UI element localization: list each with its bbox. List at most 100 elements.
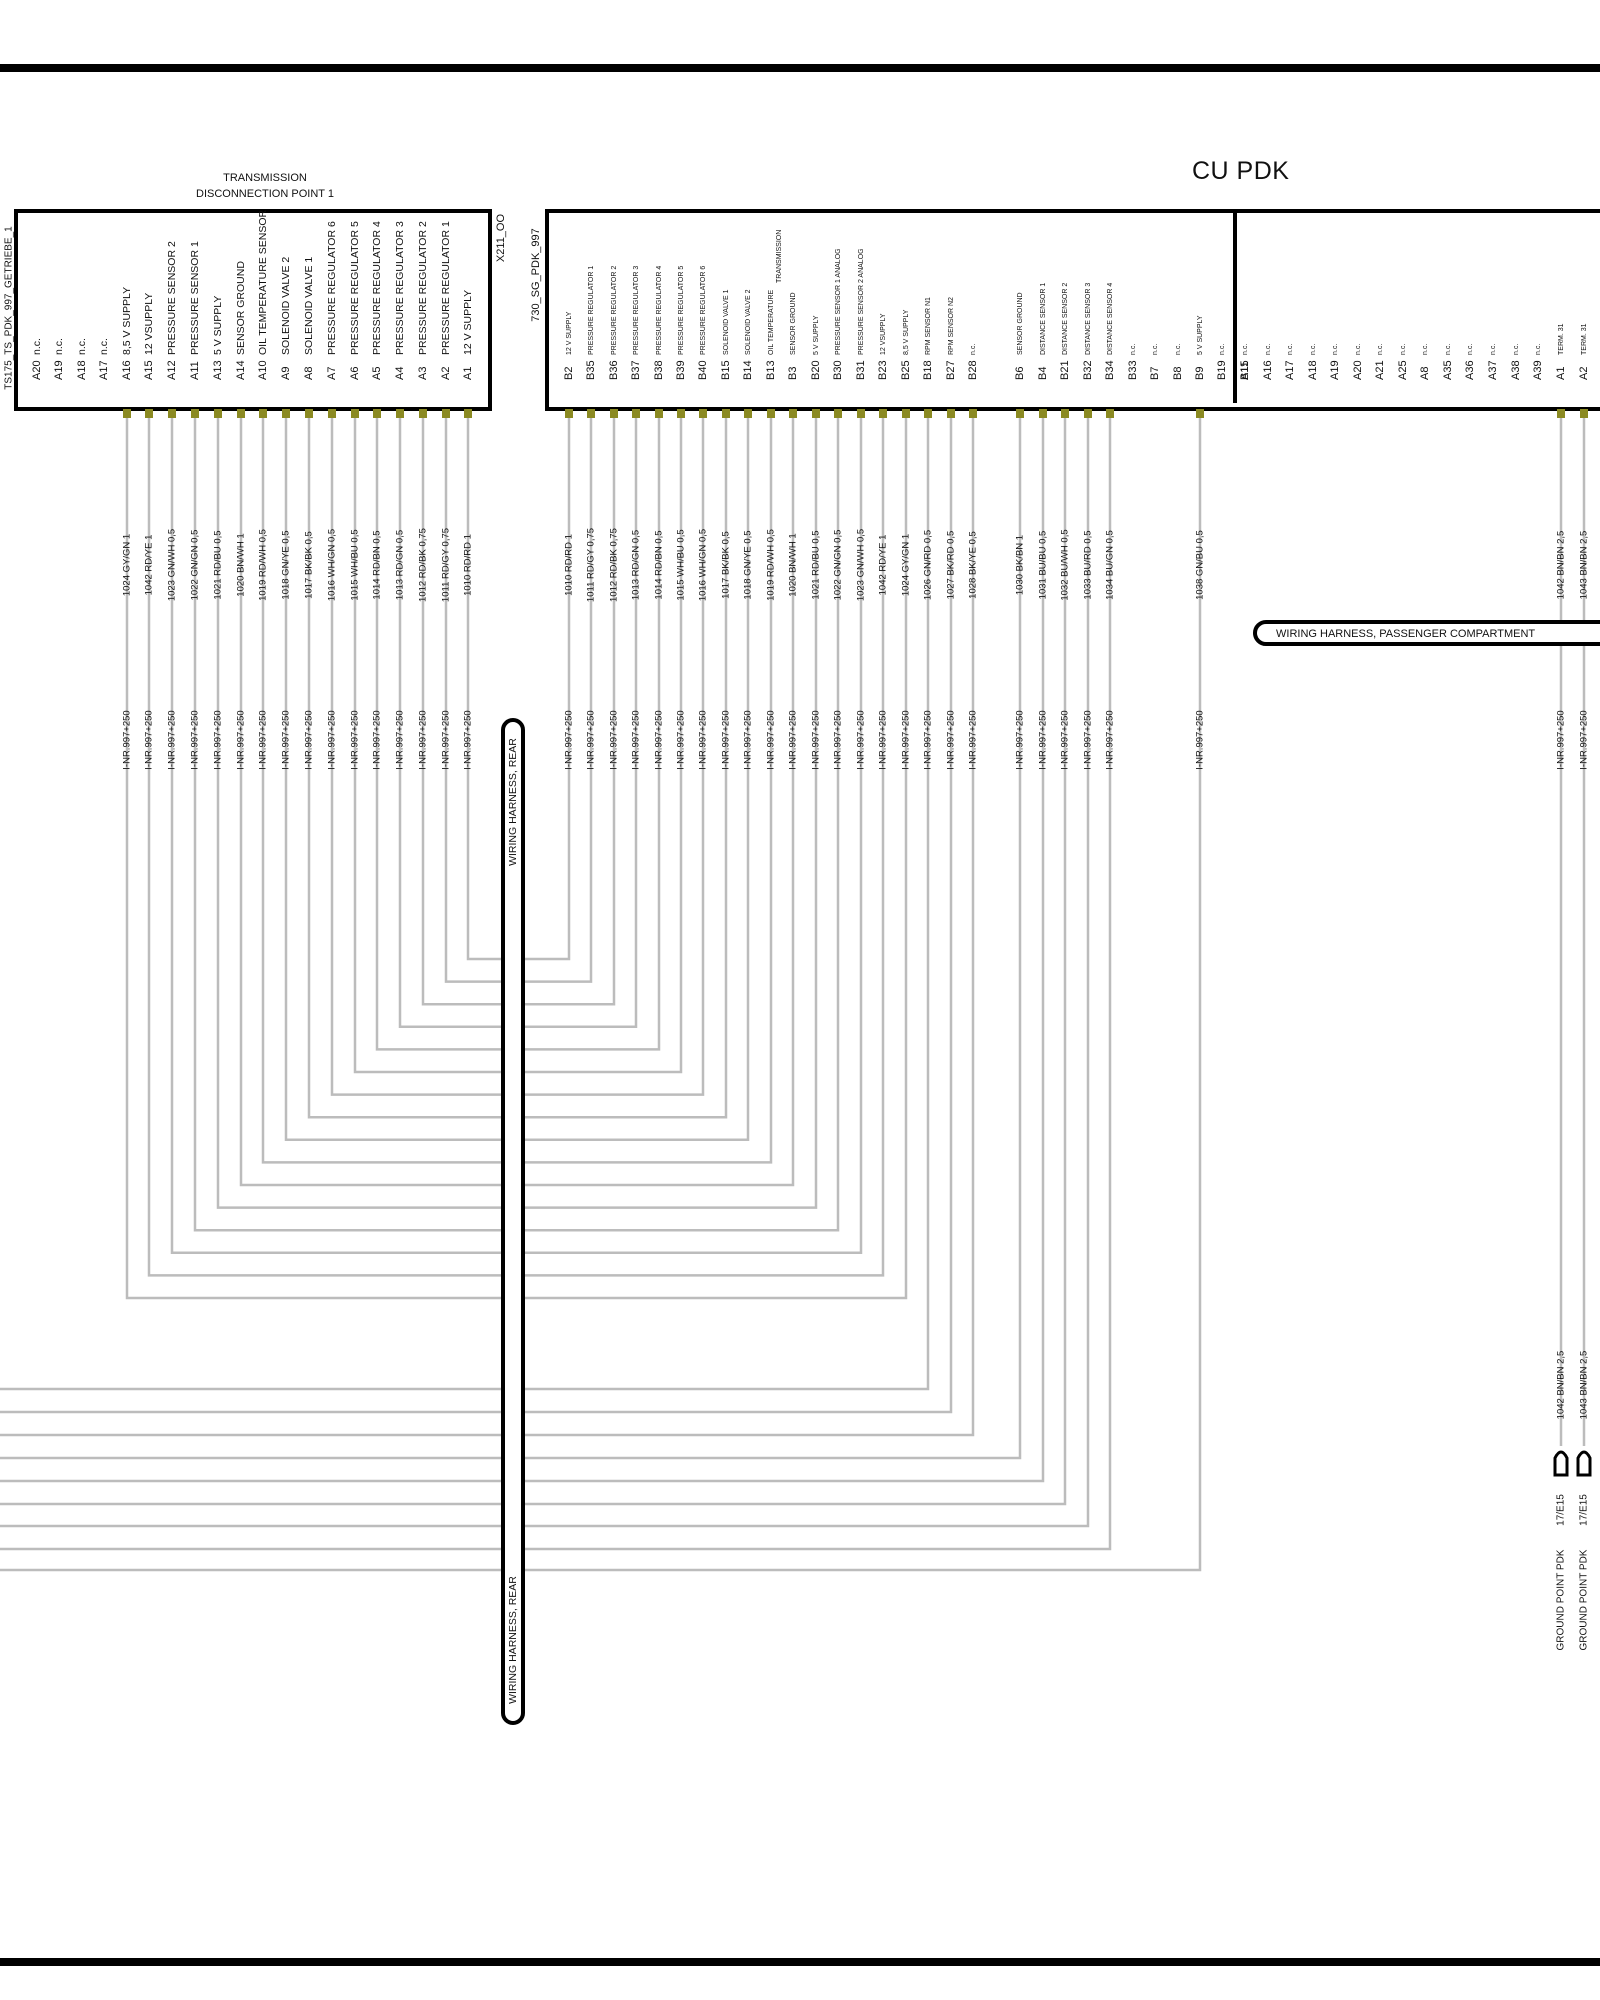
- top-border-bar: [0, 64, 1600, 72]
- cu-b-wire-label-B37: 1013 RD/GN 0,5: [631, 530, 642, 600]
- cu-b-terminal-B18: [924, 409, 932, 418]
- cu-b-wire-label-B4: 1031 BU/BU 0,5: [1038, 531, 1049, 600]
- cu-a-function-A39: n.c.: [1535, 344, 1542, 355]
- cu-a-pin-A37: A37: [1487, 360, 1499, 380]
- left-terminal-A10: [259, 409, 267, 418]
- cu-b-pin-B27: B27: [945, 360, 957, 380]
- cu-b-terminal-B32: [1084, 409, 1092, 418]
- left-wire-label-A8: 1017 BK/BK 0,5: [304, 531, 315, 599]
- cu-b-wire-label-B38: 1014 RD/BN 0,5: [654, 530, 665, 599]
- cu-b-wire-label-B25: 1024 GY/GN 1: [901, 534, 912, 596]
- cu-b-function-B38: PRESSURE REGULATOR 4: [656, 266, 663, 355]
- cu-a-function-A21: n.c.: [1377, 344, 1384, 355]
- left-code-label-A15: I-NR.997+250: [144, 710, 155, 769]
- left-pin-A14: A14: [235, 360, 247, 380]
- cu-pdk-side-label: 730_SG_PDK_997: [530, 228, 542, 322]
- cu-b-terminal-B13: [767, 409, 775, 418]
- cu-a-function-A16: n.c.: [1265, 344, 1272, 355]
- cu-a-function-A2: TERM. 31: [1581, 323, 1588, 355]
- cu-a-function-A15: n.c.: [1242, 344, 1249, 355]
- ground-wire-label-1: 1043 BN/BN 2,5: [1579, 1351, 1590, 1420]
- wire-exit-B21: [0, 418, 1067, 1506]
- left-terminal-A6: [351, 409, 359, 418]
- cu-b-pin-B25: B25: [900, 360, 912, 380]
- left-terminal-A2: [442, 409, 450, 418]
- cu-b-terminal-B35: [587, 409, 595, 418]
- ground-symbol-icon: [1576, 1450, 1592, 1477]
- wire-exit-B6: [0, 418, 1022, 1460]
- cu-b-terminal-B27: [947, 409, 955, 418]
- ground-ref-1: 17/E15: [1579, 1494, 1590, 1526]
- cu-b-pin-B23: B23: [877, 360, 889, 380]
- left-connector-title: TRANSMISSION DISCONNECTION POINT 1: [160, 170, 370, 202]
- cu-b-function-B14: SOLENOID VALVE 2: [745, 289, 752, 355]
- left-connector-title-line1: TRANSMISSION: [223, 172, 307, 184]
- cu-b-wire-label-B34: 1034 BU/GN 0,5: [1105, 530, 1116, 600]
- cu-b-code-label-B23: I-NR.997+250: [878, 710, 889, 769]
- cu-a-function-A19: n.c.: [1332, 344, 1339, 355]
- cu-b-terminal-B6: [1016, 409, 1024, 418]
- cu-a-function-A17: n.c.: [1287, 344, 1294, 355]
- cu-b-code-label-B39: I-NR.997+250: [676, 710, 687, 769]
- left-wire-label-A7: 1016 WH/GN 0,5: [327, 529, 338, 601]
- cu-b-pin-B36: B36: [608, 360, 620, 380]
- cu-b-pin-B7: B7: [1149, 367, 1161, 380]
- left-terminal-A11: [191, 409, 199, 418]
- left-wire-label-A15: 1042 RD/YE 1: [144, 535, 155, 596]
- left-pin-A19: A19: [53, 360, 65, 380]
- cu-b-terminal-B31: [857, 409, 865, 418]
- ground-wire-label-0: 1042 BN/BN 2,5: [1556, 1351, 1567, 1420]
- cu-a-function-A38: n.c.: [1513, 344, 1520, 355]
- cu-b-terminal-B14: [744, 409, 752, 418]
- left-function-A6: PRESSURE REGULATOR 5: [349, 221, 361, 355]
- left-wire-label-A4: 1013 RD/GN 0,5: [395, 530, 406, 600]
- cu-a-pin-A18: A18: [1307, 360, 1319, 380]
- cu-pdk-box: [545, 209, 1600, 411]
- harness-rear-label-top: WIRING HARNESS, REAR: [507, 738, 519, 866]
- left-code-label-A8: I-NR.997+250: [304, 710, 315, 769]
- cu-b-wire-label-B27: 1027 BK/RD 0,5: [946, 531, 957, 600]
- left-code-label-A6: I-NR.997+250: [350, 710, 361, 769]
- frame-layer: [0, 64, 1600, 1966]
- cu-a-pin-A39: A39: [1532, 360, 1544, 380]
- cu-b-code-label-B20: I-NR.997+250: [811, 710, 822, 769]
- cu-b-wire-label-B2: 1010 RD/RD 1: [564, 534, 575, 596]
- cu-b-pin-B31: B31: [855, 360, 867, 380]
- cu-a-function-A18: n.c.: [1310, 344, 1317, 355]
- cu-a-pin-A36: A36: [1464, 360, 1476, 380]
- cu-b-function-B40: PRESSURE REGULATOR 6: [700, 266, 707, 355]
- cu-a-code-label-A1: I-NR.997+250: [1556, 710, 1567, 769]
- cu-b-code-label-B15: I-NR.997+250: [721, 710, 732, 769]
- cu-b-function-B33: n.c.: [1130, 344, 1137, 355]
- cu-b-wire-label-B15: 1017 BK/BK 0,5: [721, 531, 732, 599]
- cu-b-pin-B28: B28: [967, 360, 979, 380]
- cu-b-function-B36: PRESSURE REGULATOR 2: [611, 266, 618, 355]
- cu-a-pin-A16: A16: [1262, 360, 1274, 380]
- left-wire-label-A3: 1012 RD/BK 0,75: [418, 528, 429, 602]
- left-pin-A13: A13: [212, 360, 224, 380]
- cu-b-wire-label-B28: 1028 BK/YE 0,5: [968, 531, 979, 599]
- left-function-A5: PRESSURE REGULATOR 4: [371, 221, 383, 355]
- left-pin-A9: A9: [280, 367, 292, 380]
- left-terminal-A9: [282, 409, 290, 418]
- cu-b-pin-B11: B11: [1239, 361, 1251, 380]
- cu-a-pin-A2: A2: [1578, 367, 1590, 380]
- cu-b-terminal-B36: [610, 409, 618, 418]
- left-connector-right-label: X211_OO: [495, 214, 507, 263]
- left-terminal-A15: [145, 409, 153, 418]
- cu-a-function-A35: n.c.: [1445, 344, 1452, 355]
- cu-b-code-label-B6: I-NR.997+250: [1015, 710, 1026, 769]
- cu-b-code-label-B27: I-NR.997+250: [946, 710, 957, 769]
- cu-b-pin-B6: B6: [1014, 367, 1026, 380]
- left-function-A18: n.c.: [76, 338, 88, 355]
- cu-a-pin-A21: A21: [1374, 360, 1386, 380]
- left-pin-A7: A7: [326, 367, 338, 380]
- cu-b-pin-B9: B9: [1194, 367, 1206, 380]
- cu-b-code-label-B36: I-NR.997+250: [609, 710, 620, 769]
- cu-b-terminal-B28: [969, 409, 977, 418]
- left-code-label-A10: I-NR.997+250: [258, 710, 269, 769]
- cu-b-terminal-B34: [1106, 409, 1114, 418]
- left-terminal-A16: [123, 409, 131, 418]
